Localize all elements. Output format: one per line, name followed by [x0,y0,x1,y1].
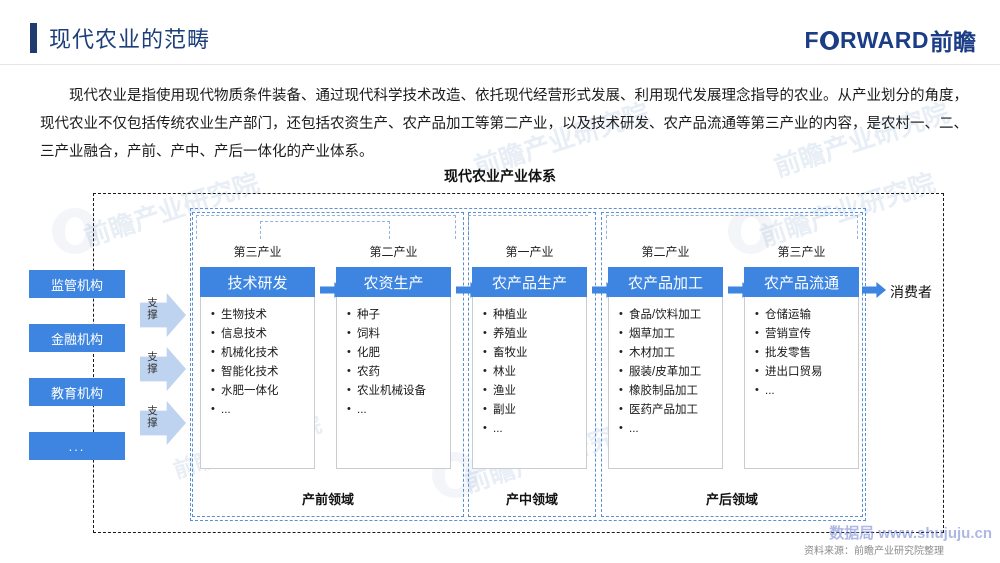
stage-title[interactable]: 农产品加工 [608,267,723,297]
list-item: 生物技术 [211,305,314,325]
list-item: 信息技术 [211,324,314,344]
stage-tech-rnd[interactable]: 第三产业 技术研发 生物技术 信息技术 机械化技术 智能化技术 水肥一体化 ..… [200,243,315,469]
stage-item-list: 生物技术 信息技术 机械化技术 智能化技术 水肥一体化 ... [200,297,315,469]
list-item: 渔业 [483,381,586,401]
list-item: 烟草加工 [619,324,722,344]
site-watermark: 数据局 www.shujuju.cn [829,525,992,542]
support-arrow-label: 支撑 [147,297,158,321]
brand-logo-text-rward: RWARD [840,26,929,53]
list-item: 副业 [483,400,586,420]
intro-paragraph-block: 现代农业是指使用现代物质条件装备、通过现代科学技术改造、依托现代经营形式发展、利… [40,82,968,166]
list-item: 水肥一体化 [211,381,314,401]
stage-sector-label: 第二产业 [641,245,690,259]
title-accent-bar [30,23,37,53]
list-item: ... [619,419,722,439]
list-item: 医药产品加工 [619,400,722,420]
list-item: ... [211,400,314,420]
watermark-logo [52,208,98,254]
brand-logo-o-icon [820,30,840,50]
org-box-regulator[interactable]: 监管机构 [29,270,125,298]
field-label-mid: 产中领域 [505,492,558,507]
stage-sector-label: 第三产业 [233,245,282,259]
support-arrow-3: 支撑 [140,401,186,445]
field-group-mid [468,212,596,517]
stage-item-list: 种植业 养殖业 畜牧业 林业 渔业 副业 ... [472,297,587,469]
list-item: 农药 [347,362,450,382]
list-item: 机械化技术 [211,343,314,363]
page-title: 现代农业的范畴 [49,27,211,52]
list-item: 农业机械设备 [347,381,450,401]
support-arrow-2: 支撑 [140,347,186,391]
list-item: ... [483,419,586,439]
diagram-title: 现代农业产业体系 [444,168,556,184]
industry-band-boundary [190,208,866,521]
list-item: 批发零售 [755,343,858,363]
list-item: 林业 [483,362,586,382]
brand-logo: F RWARD 前瞻 [804,23,976,57]
list-item: 养殖业 [483,324,586,344]
stage-title[interactable]: 农资生产 [336,267,451,297]
stage-agri-distribution[interactable]: 第三产业 农产品流通 仓储运输 营销宣传 批发零售 进出口贸易 ... [744,243,859,469]
header-divider [0,64,1000,65]
list-item: 智能化技术 [211,362,314,382]
org-box-more[interactable]: ... [29,432,125,460]
list-item: 服装/皮革加工 [619,362,722,382]
list-item: 仓储运输 [755,305,858,325]
list-item: 食品/饮料加工 [619,305,722,325]
consumer-label: 消费者 [890,284,932,300]
sector-bracket-pre [196,215,456,239]
list-item: 橡胶制品加工 [619,381,722,401]
support-arrow-1: 支撑 [140,293,186,337]
field-label-post: 产后领域 [705,492,758,507]
brand-logo-text-f: F [804,26,820,53]
diagram-outer-boundary [93,193,944,533]
field-group-post [601,212,863,517]
stage-agri-production[interactable]: 第一产业 农产品生产 种植业 养殖业 畜牧业 林业 渔业 副业 ... [472,243,587,469]
list-item: 木材加工 [619,343,722,363]
org-box-education[interactable]: 教育机构 [29,378,125,406]
stage-sector-label: 第三产业 [777,245,826,259]
intro-paragraph: 现代农业是指使用现代物质条件装备、通过现代科学技术改造、依托现代经营形式发展、利… [40,88,968,160]
list-item: ... [347,400,450,420]
field-group-pre [192,212,464,517]
list-item: 化肥 [347,343,450,363]
list-item: 种植业 [483,305,586,325]
list-item: 种子 [347,305,450,325]
stage-title[interactable]: 农产品流通 [744,267,859,297]
org-box-finance[interactable]: 金融机构 [29,324,125,352]
sector-bracket-post [606,215,858,239]
stage-item-list: 食品/饮料加工 烟草加工 木材加工 服装/皮革加工 橡胶制品加工 医药产品加工 … [608,297,723,469]
organisation-column: 监管机构 金融机构 教育机构 ... [29,270,129,486]
stage-sector-label: 第二产业 [369,245,418,259]
support-arrow-label: 支撑 [147,351,158,375]
field-label-pre: 产前领域 [301,492,354,507]
list-item: 营销宣传 [755,324,858,344]
brand-logo-text-cn: 前瞻 [930,29,976,55]
stage-item-list: 种子 饲料 化肥 农药 农业机械设备 ... [336,297,451,469]
stage-title[interactable]: 农产品生产 [472,267,587,297]
page-header: 现代农业的范畴 [30,22,210,54]
stage-agri-processing[interactable]: 第二产业 农产品加工 食品/饮料加工 烟草加工 木材加工 服装/皮革加工 橡胶制… [608,243,723,469]
sector-bracket-pre-inner [260,221,390,239]
list-item: 进出口贸易 [755,362,858,382]
stage-agri-inputs[interactable]: 第二产业 农资生产 种子 饲料 化肥 农药 农业机械设备 ... [336,243,451,469]
stage-item-list: 仓储运输 营销宣传 批发零售 进出口贸易 ... [744,297,859,469]
stage-sector-label: 第一产业 [505,245,554,259]
list-item: ... [755,381,858,401]
support-arrow-label: 支撑 [147,405,158,429]
list-item: 饲料 [347,324,450,344]
stage-title[interactable]: 技术研发 [200,267,315,297]
list-item: 畜牧业 [483,343,586,363]
source-note: 资料来源：前瞻产业研究院整理 [804,546,944,557]
